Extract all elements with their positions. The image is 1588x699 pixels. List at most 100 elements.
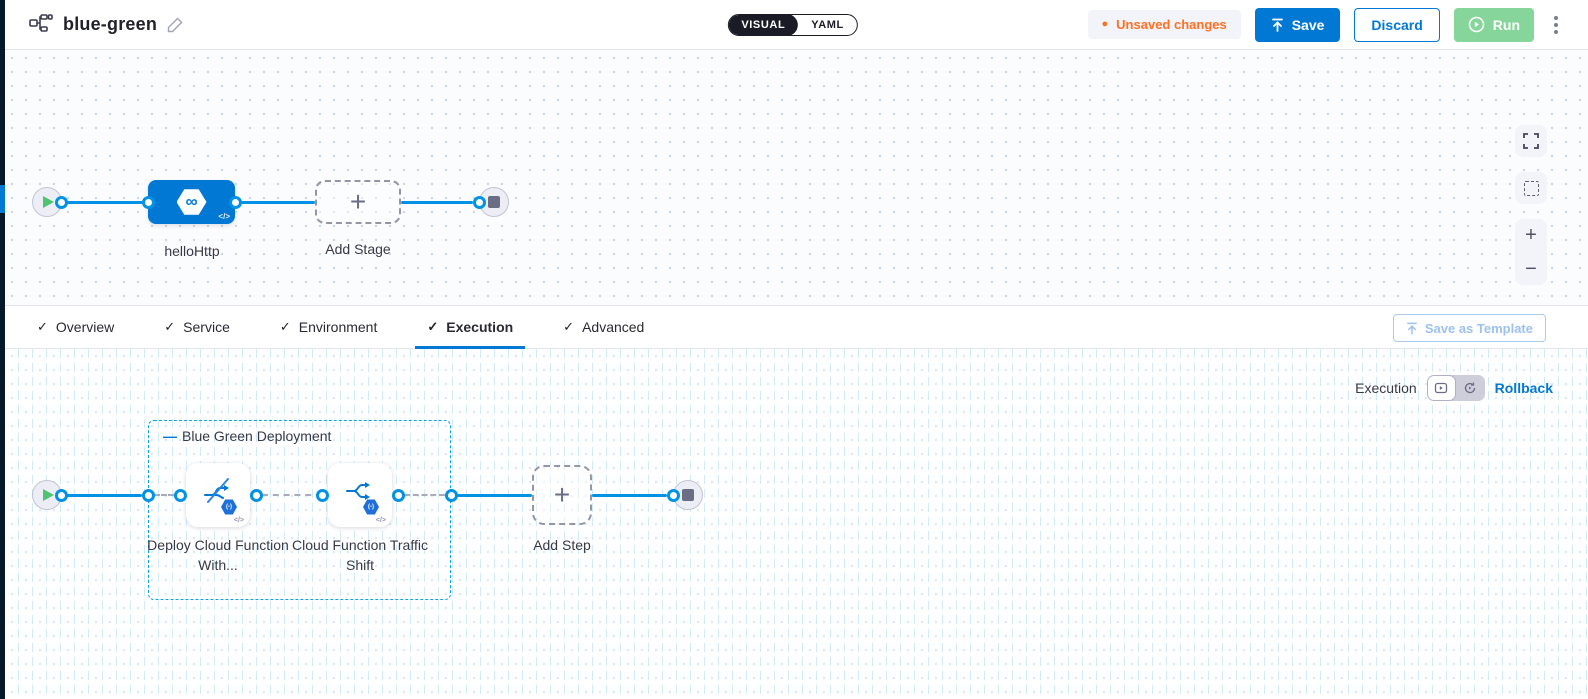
add-step-button[interactable]: + bbox=[532, 465, 592, 525]
check-icon: ✓ bbox=[279, 319, 291, 334]
stop-icon bbox=[488, 196, 500, 208]
start-play-icon bbox=[43, 489, 54, 501]
group-label: Blue Green Deployment bbox=[182, 428, 332, 444]
execution-phase-icon bbox=[1434, 382, 1448, 394]
dashed-connector bbox=[262, 494, 322, 496]
step2-out-port bbox=[391, 488, 405, 502]
pipeline-icon bbox=[29, 13, 53, 36]
zoom-out-button[interactable]: − bbox=[1525, 258, 1537, 280]
collapsed-left-nav[interactable] bbox=[0, 0, 5, 699]
check-icon: ✓ bbox=[37, 319, 48, 334]
check-icon: ✓ bbox=[563, 319, 575, 334]
save-as-template-button[interactable]: Save as Template bbox=[1392, 314, 1546, 342]
end-node-port bbox=[472, 195, 486, 209]
fullscreen-icon bbox=[1523, 133, 1539, 149]
save-button[interactable]: Save bbox=[1254, 7, 1341, 42]
discard-button[interactable]: Discard bbox=[1354, 7, 1440, 42]
pipeline-studio-header: blue-green VISUAL YAML ● Unsaved changes… bbox=[5, 0, 1588, 50]
rollback-phase-icon bbox=[1465, 382, 1476, 394]
dashed-connector bbox=[404, 494, 445, 496]
check-icon: ✓ bbox=[164, 319, 176, 334]
rollback-link[interactable]: Rollback bbox=[1494, 380, 1553, 396]
dashed-connector bbox=[154, 494, 174, 496]
tab-label: Service bbox=[183, 319, 230, 335]
play-circle-icon bbox=[1468, 16, 1485, 33]
stage-graph-canvas[interactable]: ∞ </> helloHttp + Add Stage bbox=[5, 51, 1588, 305]
discard-button-label: Discard bbox=[1371, 16, 1423, 33]
visual-toggle-option[interactable]: VISUAL bbox=[728, 14, 799, 35]
code-icon: </> bbox=[375, 517, 386, 524]
unsaved-dot-icon: ● bbox=[1101, 18, 1109, 30]
add-step-label: Add Step bbox=[533, 537, 591, 553]
tab-execution[interactable]: ✓ Execution bbox=[415, 306, 525, 349]
start-play-icon bbox=[43, 196, 54, 208]
group-in-port bbox=[141, 488, 155, 502]
execution-mode-label: Execution bbox=[1355, 380, 1417, 396]
code-icon: </> bbox=[233, 517, 244, 524]
group-label-row: — Blue Green Deployment bbox=[163, 428, 331, 444]
plus-icon: + bbox=[553, 479, 571, 510]
stage-in-port bbox=[141, 195, 155, 209]
unsaved-changes-label: Unsaved changes bbox=[1116, 17, 1227, 32]
visual-yaml-toggle: VISUAL YAML bbox=[727, 13, 858, 36]
execution-mode-row: Execution Rollback bbox=[1355, 375, 1553, 401]
stage-label: helloHttp bbox=[164, 243, 220, 259]
header-actions: ● Unsaved changes Save Discard Run bbox=[1087, 7, 1564, 42]
step1-label: Deploy Cloud Function With... bbox=[147, 537, 289, 573]
tab-environment[interactable]: ✓ Environment bbox=[268, 306, 390, 348]
step-group-blue-green-deployment[interactable]: — Blue Green Deployment bbox=[148, 420, 451, 600]
unsaved-changes-badge[interactable]: ● Unsaved changes bbox=[1087, 10, 1241, 39]
tab-overview[interactable]: ✓ Overview bbox=[25, 306, 126, 348]
stage-tabbar: ✓ Overview ✓ Service ✓ Environment ✓ Exe… bbox=[5, 305, 1588, 349]
fullscreen-button[interactable] bbox=[1515, 125, 1547, 157]
run-button[interactable]: Run bbox=[1453, 7, 1534, 42]
yaml-toggle-option[interactable]: YAML bbox=[811, 18, 844, 31]
tab-advanced[interactable]: ✓ Advanced bbox=[551, 306, 656, 348]
connector-line bbox=[66, 200, 148, 204]
connector-line bbox=[241, 200, 315, 204]
check-icon: ✓ bbox=[427, 319, 439, 334]
add-stage-label: Add Stage bbox=[325, 241, 391, 257]
step1-in-port bbox=[173, 488, 187, 502]
upload-icon bbox=[1271, 18, 1284, 32]
tab-label: Environment bbox=[298, 319, 378, 335]
stage-node-hellohttp[interactable]: ∞ </> bbox=[148, 180, 235, 224]
cloud-functions-badge-icon: (-) bbox=[221, 499, 237, 515]
run-button-label: Run bbox=[1492, 16, 1520, 33]
page-title: blue-green bbox=[63, 14, 158, 34]
save-button-label: Save bbox=[1291, 16, 1325, 33]
tab-service[interactable]: ✓ Service bbox=[152, 306, 242, 348]
tab-label: Advanced bbox=[582, 319, 645, 335]
execution-graph-canvas[interactable]: Execution Rollback — Blue Green Deployme… bbox=[5, 349, 1588, 699]
end-node-port bbox=[666, 488, 680, 502]
cloud-function-deploy-icon bbox=[204, 478, 229, 503]
code-icon: </> bbox=[218, 212, 230, 221]
step1-out-port bbox=[249, 488, 263, 502]
zoom-in-button[interactable]: + bbox=[1525, 224, 1537, 246]
step2-label: Cloud Function Traffic Shift bbox=[292, 537, 428, 573]
connector-line bbox=[401, 200, 473, 204]
collapse-group-icon[interactable]: — bbox=[163, 428, 177, 444]
more-options-kebab-icon[interactable] bbox=[1548, 12, 1564, 38]
stage-out-port bbox=[228, 195, 242, 209]
marquee-select-button[interactable] bbox=[1515, 172, 1547, 204]
add-stage-button[interactable]: + bbox=[315, 180, 401, 224]
step-deploy-cloud-function[interactable]: (-) </> bbox=[186, 463, 250, 527]
deploy-stage-icon: ∞ bbox=[176, 189, 207, 215]
pipeline-end-node bbox=[479, 187, 509, 217]
tab-label: Overview bbox=[55, 319, 115, 335]
execution-phase-button[interactable] bbox=[1426, 375, 1456, 401]
stop-icon bbox=[682, 489, 694, 501]
cloud-functions-badge-icon: (-) bbox=[363, 499, 379, 515]
plus-icon: + bbox=[349, 186, 367, 217]
upload-icon bbox=[1406, 322, 1418, 335]
connector-line bbox=[457, 493, 532, 497]
connector-line bbox=[592, 493, 667, 497]
step2-in-port bbox=[315, 488, 329, 502]
edit-title-icon[interactable] bbox=[167, 16, 184, 33]
active-nav-indicator bbox=[0, 185, 5, 213]
traffic-shift-icon bbox=[346, 482, 370, 500]
step-cloud-function-traffic-shift[interactable]: (-) </> bbox=[328, 463, 392, 527]
marquee-select-icon bbox=[1523, 180, 1539, 196]
rollback-phase-button[interactable] bbox=[1456, 375, 1485, 401]
